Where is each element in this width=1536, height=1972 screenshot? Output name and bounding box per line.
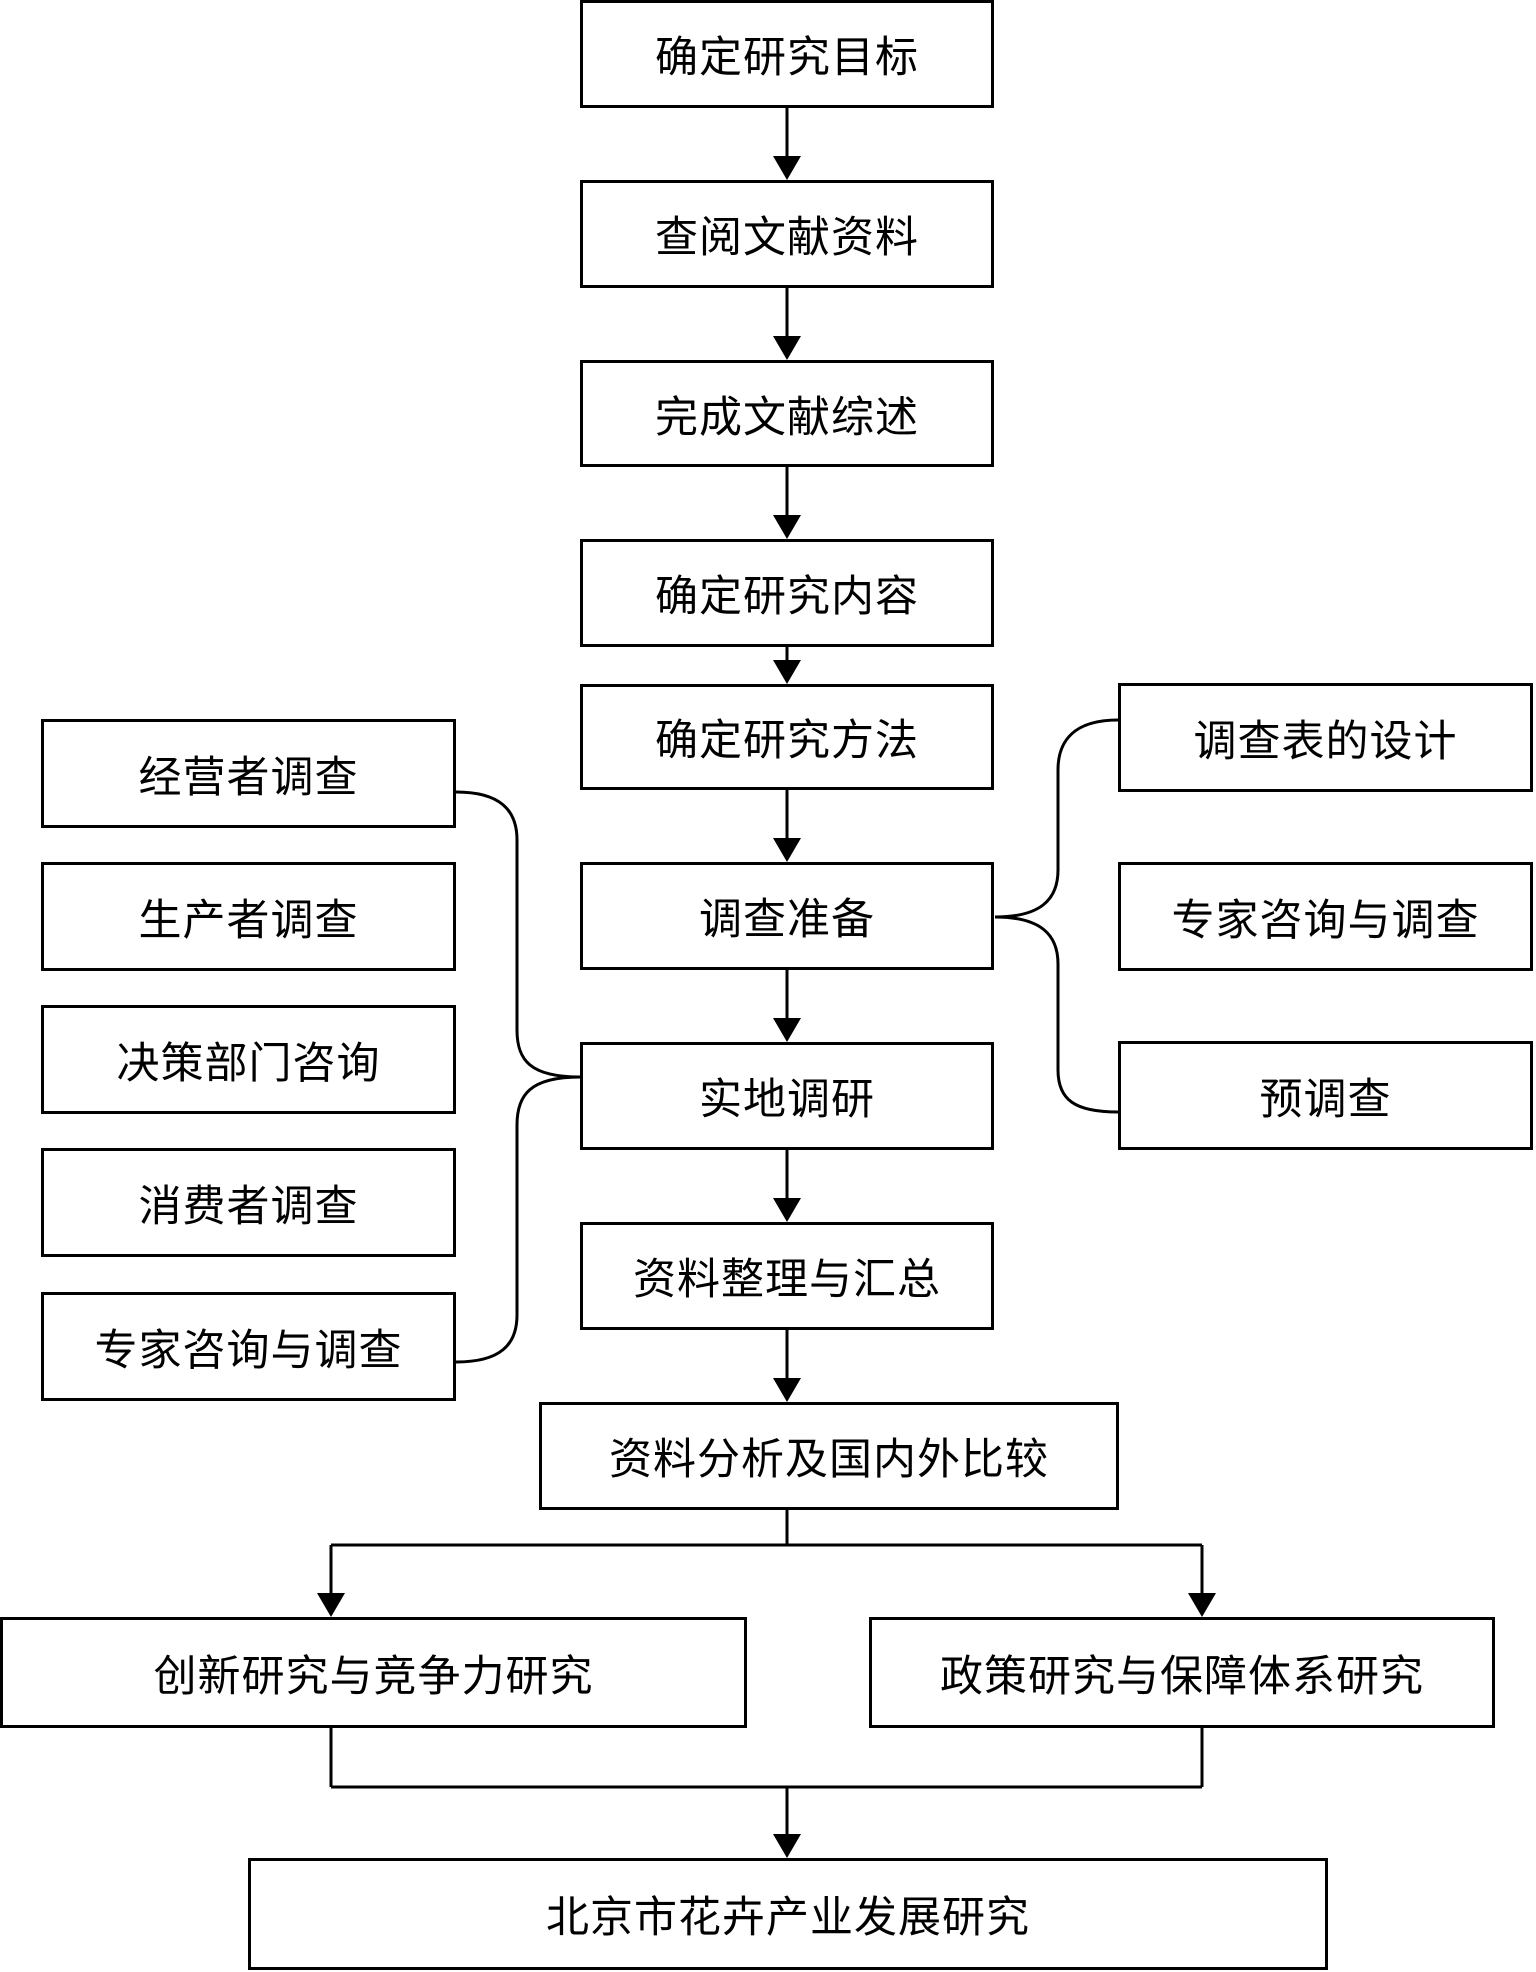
arrow-goal-to-literature [773, 108, 801, 180]
right-pre-survey: 预调查 [1118, 1041, 1533, 1150]
left-expert-consult: 专家咨询与调查 [41, 1292, 456, 1401]
right-expert-consult: 专家咨询与调查 [1118, 862, 1533, 971]
step-define-method: 确定研究方法 [580, 684, 994, 790]
left-producer-survey: 生产者调查 [41, 862, 456, 971]
step-survey-prep: 调查准备 [580, 862, 994, 970]
split-innovation-research: 创新研究与竞争力研究 [0, 1617, 747, 1728]
arrow-review-to-content [773, 467, 801, 539]
left-operator-survey: 经营者调查 [41, 719, 456, 828]
right-brace-connector [994, 718, 1119, 1114]
left-consumer-survey: 消费者调查 [41, 1148, 456, 1257]
arrow-method-to-prep [773, 790, 801, 862]
split-connector [317, 1510, 1216, 1617]
step-define-goal: 确定研究目标 [580, 0, 994, 108]
arrow-prep-to-field [773, 970, 801, 1042]
arrow-field-to-compile [773, 1150, 801, 1222]
step-field-research: 实地调研 [580, 1042, 994, 1150]
final-beijing-flower-industry: 北京市花卉产业发展研究 [248, 1858, 1328, 1970]
arrow-compile-to-analysis [773, 1330, 801, 1402]
step-review-literature: 查阅文献资料 [580, 180, 994, 288]
left-policy-dept-consult: 决策部门咨询 [41, 1005, 456, 1114]
right-questionnaire-design: 调查表的设计 [1118, 683, 1533, 792]
step-data-compile: 资料整理与汇总 [580, 1222, 994, 1330]
merge-connector [329, 1728, 1204, 1858]
step-define-content: 确定研究内容 [580, 539, 994, 647]
arrow-literature-to-review [773, 288, 801, 360]
arrow-content-to-method [773, 647, 801, 684]
step-literature-review: 完成文献综述 [580, 360, 994, 467]
step-data-analysis: 资料分析及国内外比较 [539, 1402, 1119, 1510]
left-brace-connector [455, 790, 581, 1364]
split-policy-research: 政策研究与保障体系研究 [869, 1617, 1495, 1728]
